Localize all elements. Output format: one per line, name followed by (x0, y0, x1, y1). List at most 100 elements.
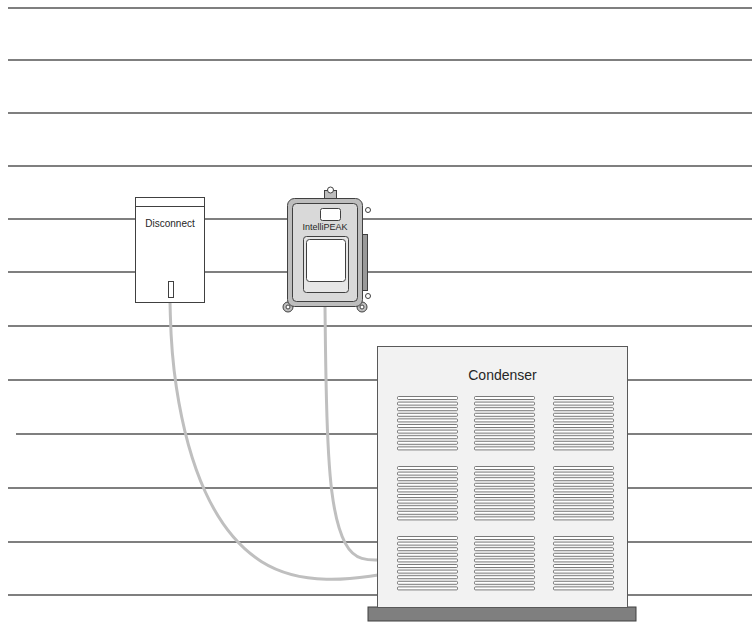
intellipeak-enclosure (283, 187, 371, 312)
louver (398, 537, 458, 540)
louver (554, 483, 614, 486)
louver (554, 430, 614, 433)
louver (398, 565, 458, 568)
louver (554, 570, 614, 573)
louver-grid (398, 397, 614, 590)
louver (475, 425, 535, 428)
siding-line (8, 218, 752, 220)
condenser-unit (368, 347, 636, 622)
louver (554, 581, 614, 584)
louver (475, 565, 535, 568)
louver (398, 548, 458, 551)
louver (398, 483, 458, 486)
louver (475, 483, 535, 486)
wire (170, 302, 378, 579)
louver (398, 408, 458, 411)
louver (398, 570, 458, 573)
louver (475, 436, 535, 439)
louver (554, 500, 614, 503)
louver (554, 517, 614, 520)
louver (398, 402, 458, 405)
louver (398, 576, 458, 579)
louver (398, 581, 458, 584)
louver (398, 467, 458, 470)
condenser-box: Condenser (377, 346, 628, 608)
louver (554, 478, 614, 481)
louver (398, 517, 458, 520)
louver (398, 489, 458, 492)
wire (325, 306, 378, 560)
louver (398, 559, 458, 562)
louver (554, 495, 614, 498)
louver (475, 511, 535, 514)
louver (554, 548, 614, 551)
louver (475, 553, 535, 556)
louver (554, 511, 614, 514)
louver (398, 413, 458, 416)
louver (475, 576, 535, 579)
louver (554, 565, 614, 568)
louver (398, 436, 458, 439)
louver (554, 447, 614, 450)
louver (475, 467, 535, 470)
siding-line (8, 59, 752, 61)
louver (475, 489, 535, 492)
louver (398, 511, 458, 514)
louver (475, 495, 535, 498)
disconnect-box: Disconnect (135, 197, 205, 303)
louver (554, 408, 614, 411)
louver (554, 506, 614, 509)
louver (554, 553, 614, 556)
louver (398, 587, 458, 590)
siding-line (8, 165, 752, 167)
louver (554, 472, 614, 475)
louver (475, 441, 535, 444)
louver (554, 419, 614, 422)
siding-line (8, 271, 752, 273)
louver (554, 489, 614, 492)
louver (475, 581, 535, 584)
louver (475, 397, 535, 400)
louver (398, 419, 458, 422)
intellipeak-box: IntelliPEAK (287, 198, 363, 307)
louver (475, 500, 535, 503)
node-label: Condenser (468, 368, 537, 383)
louver (398, 441, 458, 444)
louver (475, 472, 535, 475)
louver (475, 402, 535, 405)
louver (554, 425, 614, 428)
louver (475, 478, 535, 481)
louver (398, 425, 458, 428)
louver (475, 548, 535, 551)
disconnect-box (136, 198, 205, 303)
louver (554, 397, 614, 400)
siding-line (8, 325, 752, 327)
louver (554, 537, 614, 540)
louver (398, 447, 458, 450)
louver (475, 447, 535, 450)
louver (475, 537, 535, 540)
louver (475, 430, 535, 433)
louver (398, 506, 458, 509)
louver (475, 587, 535, 590)
louver (398, 478, 458, 481)
louver (554, 413, 614, 416)
louver (398, 397, 458, 400)
louver (398, 430, 458, 433)
louver (554, 559, 614, 562)
louver (475, 413, 535, 416)
node-label: Disconnect (145, 218, 194, 229)
louver (398, 495, 458, 498)
louver (475, 570, 535, 573)
louver (475, 408, 535, 411)
louver (554, 436, 614, 439)
louver (398, 500, 458, 503)
louver (554, 467, 614, 470)
louver (398, 472, 458, 475)
louver (554, 441, 614, 444)
louver (398, 542, 458, 545)
node-label: IntelliPEAK (302, 223, 347, 233)
louver (475, 542, 535, 545)
louver (554, 576, 614, 579)
